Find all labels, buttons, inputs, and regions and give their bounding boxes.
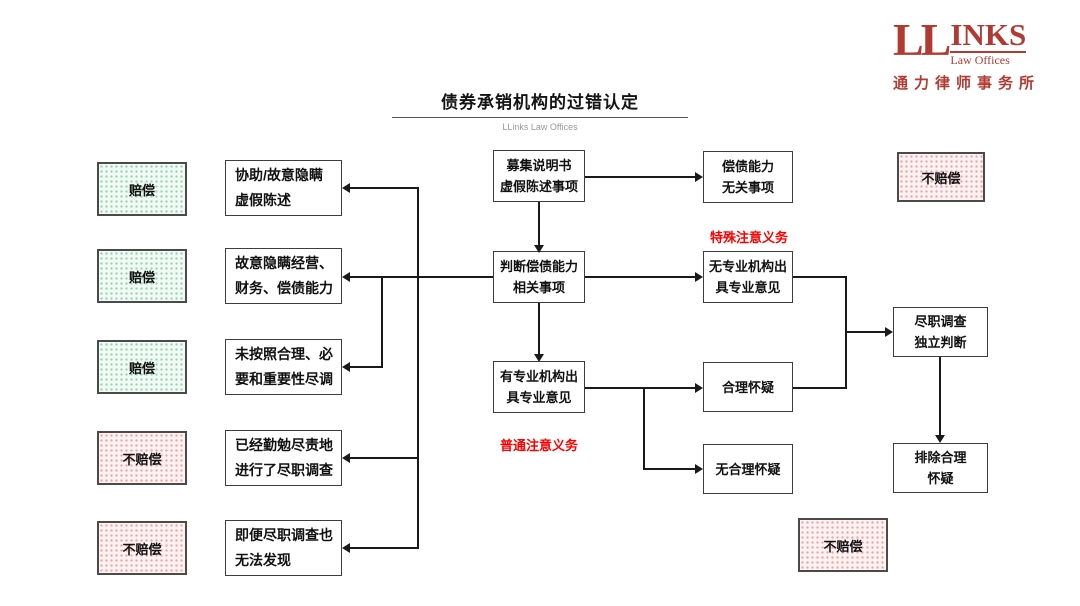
page-title: 债券承销机构的过错认定: [441, 93, 639, 112]
connector-to-reasonable-doubt: [643, 387, 695, 389]
node-no-reasonable-diligence: 未按照合理、必 要和重要性尽调: [225, 339, 342, 395]
node-assist-conceal-misstatement: 协助/故意隐瞒 虚假陈述: [225, 160, 342, 216]
node-due-diligence-independent-judgment: 尽职调查 独立判断: [893, 307, 988, 357]
arrowhead-left-icon: [342, 362, 350, 372]
connector-trunk-to-cause-5: [350, 547, 418, 549]
logo-inks-letters: INKS: [950, 17, 1027, 52]
outcome-box-no-compensate-1: 不赔偿: [97, 431, 187, 485]
node-undiscoverable-even-with-diligence: 即便尽职调查也 无法发现: [225, 520, 342, 576]
connector-no-professional-out: [793, 276, 845, 278]
label-ordinary-duty: 普通注意义务: [499, 438, 578, 453]
title-divider: [392, 117, 688, 118]
node-judge-solvency-related: 判断偿债能力 相关事项: [493, 251, 585, 303]
node-solvency-unrelated: 偿债能力 无关事项: [703, 151, 793, 203]
arrowhead-right-icon: [695, 272, 703, 282]
arrowhead-right-icon: [695, 383, 703, 393]
node-conceal-operations-finance: 故意隐瞒经营、 财务、偿债能力: [225, 248, 342, 304]
llinks-logo: LL INKS Law Offices 通力律师事务所: [893, 14, 1041, 93]
logo-wordmark: LL INKS Law Offices: [893, 14, 1040, 67]
connector-judge-to-cause-2: [350, 276, 493, 278]
outcome-box-compensate-1: 赔偿: [97, 162, 187, 216]
node-reasonable-doubt: 合理怀疑: [703, 362, 793, 412]
arrowhead-down-icon: [935, 435, 945, 443]
outcome-box-compensate-2: 赔偿: [97, 249, 187, 303]
connector-trunk-to-cause-1: [350, 187, 418, 189]
page-subtitle: LLinks Law Offices: [502, 122, 578, 132]
logo-ll-letters: LL: [893, 14, 951, 65]
node-no-professional-opinion: 无专业机构出 具专业意见: [703, 251, 793, 303]
connector-trunk-vertical: [417, 187, 419, 549]
connector-branch-down: [643, 387, 645, 470]
label-special-duty: 特殊注意义务: [709, 230, 788, 245]
outcome-box-no-compensate-2: 不赔偿: [97, 521, 187, 575]
node-with-professional-opinion: 有专业机构出 具专业意见: [493, 361, 585, 413]
arrowhead-right-icon: [885, 327, 893, 337]
arrowhead-left-icon: [342, 183, 350, 193]
arrowhead-down-icon: [534, 354, 544, 362]
arrowhead-right-icon: [695, 172, 703, 182]
outcome-box-no-compensate-bottom-right: 不赔偿: [798, 518, 888, 572]
arrowhead-left-icon: [342, 453, 350, 463]
connector-prospectus-to-judge: [538, 202, 540, 247]
logo-law-offices: Law Offices: [950, 51, 1027, 67]
connector-into-independent-judgment: [845, 331, 885, 333]
connector-with-professional-out: [585, 387, 645, 389]
arrowhead-left-icon: [342, 272, 350, 282]
connector-judge-to-no-professional: [585, 276, 695, 278]
node-diligent-investigation-done: 已经勤勉尽责地 进行了尽职调查: [225, 430, 342, 486]
arrowhead-down-icon: [534, 245, 544, 253]
node-prospectus-misstatement: 募集说明书 虚假陈述事项: [493, 150, 585, 202]
logo-chinese-name: 通力律师事务所: [893, 76, 1041, 92]
connector-branch-vertical: [381, 276, 383, 368]
outcome-box-compensate-3: 赔偿: [97, 340, 187, 394]
connector-judge-to-with-professional: [538, 303, 540, 354]
connector-trunk-to-cause-4: [350, 457, 418, 459]
connector-judgment-to-exclude: [939, 357, 941, 435]
connector-to-no-reasonable-doubt: [643, 468, 695, 470]
arrowhead-right-icon: [695, 464, 703, 474]
connector-branch-to-cause-3: [350, 366, 383, 368]
node-exclude-reasonable-doubt: 排除合理 怀疑: [893, 443, 988, 493]
connector-reasonable-doubt-out: [793, 387, 847, 389]
arrowhead-left-icon: [342, 543, 350, 553]
connector-prospectus-to-unrelated: [585, 176, 695, 178]
outcome-box-no-compensate-top-right: 不赔偿: [897, 152, 985, 202]
node-no-reasonable-doubt: 无合理怀疑: [703, 444, 793, 494]
